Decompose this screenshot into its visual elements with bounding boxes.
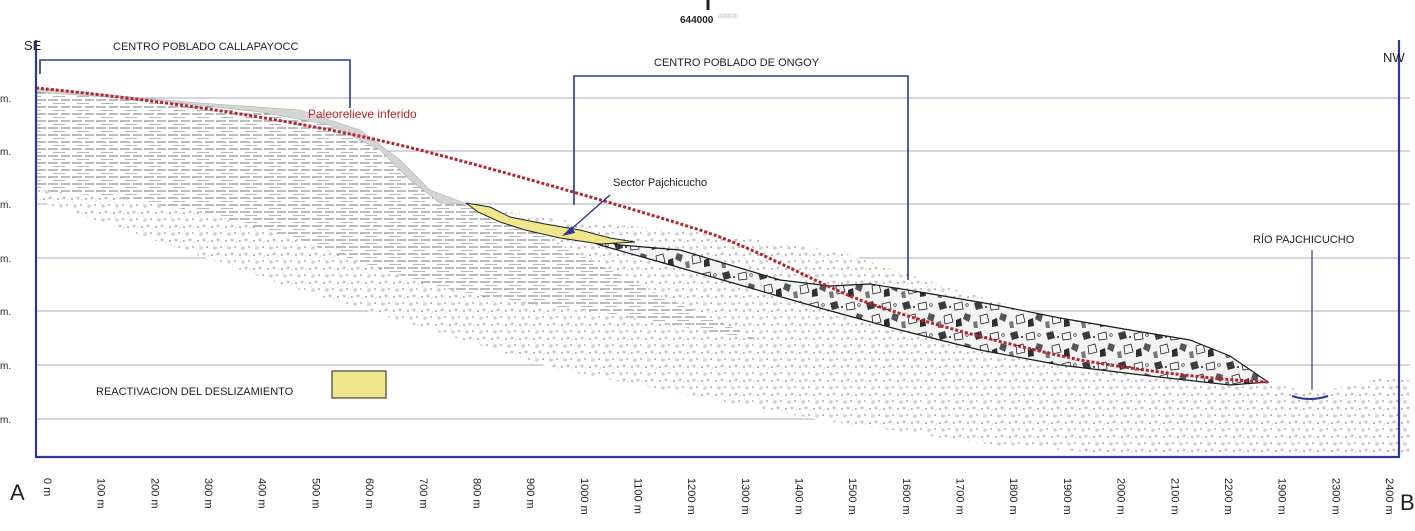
- ongoy-bracket: CENTRO POBLADO DE ONGOY: [573, 57, 909, 280]
- callapayocc-label: CENTRO POBLADO CALLAPAYOCC: [113, 41, 298, 53]
- distance-label: 1000 m: [578, 478, 590, 515]
- top-coordinate: 644000: [680, 15, 714, 26]
- distance-label: 1400 m: [793, 478, 805, 515]
- elevation-label: m.: [0, 147, 11, 158]
- distance-label: 0 m: [41, 478, 53, 496]
- elevation-label: m.: [0, 200, 11, 211]
- distance-label: 2400 m: [1383, 478, 1395, 515]
- elevation-label: m.: [0, 307, 11, 318]
- point-a: A: [10, 480, 25, 505]
- distance-label: 500 m: [309, 478, 321, 509]
- distance-label: 1900 m: [1276, 478, 1288, 515]
- legend-swatch: [331, 370, 387, 399]
- distance-axis: 0 m 100 m 200 m 300 m 400 m 500 m 600 m 700 m 80…: [41, 478, 1395, 515]
- rio-callout: RÍO PAJCHICUCHO: [1253, 233, 1355, 390]
- direction-nw: NW: [1383, 50, 1405, 65]
- distance-label: 100 m: [95, 478, 107, 509]
- rio-label: RÍO PAJCHICUCHO: [1253, 233, 1355, 246]
- direction-se: SE: [24, 38, 42, 53]
- distance-label: 1300 m: [739, 478, 751, 515]
- distance-label: 1700 m: [954, 478, 966, 515]
- elevation-labels: m. m. m. m. m. m. m.: [0, 94, 11, 426]
- elevation-label: m.: [0, 361, 11, 372]
- distance-label: 1600 m: [900, 478, 912, 515]
- distance-label: 1200 m: [685, 478, 697, 515]
- sector-pajchicucho-label: Sector Pajchicucho: [613, 177, 707, 189]
- distance-label: 800 m: [470, 478, 482, 509]
- paleorelieve-line: [35, 86, 1269, 384]
- elevation-label: m.: [0, 254, 11, 265]
- top-coordinate-suffix: 000000: [718, 14, 739, 20]
- distance-label: 600 m: [363, 478, 375, 509]
- landslide-deposit: [564, 231, 1270, 386]
- stratified-bedrock-unit: [36, 90, 760, 340]
- distance-label: 2300 m: [1329, 478, 1341, 515]
- elevation-label: m.: [0, 94, 11, 105]
- ongoy-label: CENTRO POBLADO DE ONGOY: [654, 57, 820, 69]
- reactivation-deposit: [465, 202, 636, 245]
- distance-label: 2000 m: [1115, 478, 1127, 515]
- paleorelieve-label: Paleorelieve inferido: [308, 107, 417, 121]
- distance-label: 1900 m: [1061, 478, 1073, 515]
- callapayocc-bracket: CENTRO POBLADO CALLAPAYOCC: [39, 41, 351, 108]
- rio-channel: [1291, 395, 1329, 400]
- section-frame: [34, 40, 1401, 459]
- distance-label: 200 m: [148, 478, 160, 509]
- distance-label: 1800 m: [1007, 478, 1019, 515]
- distance-label: 2200 m: [1222, 478, 1234, 515]
- elevation-label: m.: [0, 415, 11, 426]
- distance-label: 300 m: [202, 478, 214, 509]
- legend-label: REACTIVACION DEL DESLIZAMIENTO: [96, 386, 294, 398]
- sector-pajchicucho-callout: Sector Pajchicucho: [562, 177, 707, 236]
- legend: REACTIVACION DEL DESLIZAMIENTO: [96, 370, 387, 399]
- distance-label: 900 m: [524, 478, 536, 509]
- point-b: B: [1400, 490, 1415, 515]
- weathered-slope-unit: [35, 87, 471, 206]
- distance-label: 1100 m: [632, 478, 644, 514]
- distance-label: 1500 m: [846, 478, 858, 515]
- distance-label: 2100 m: [1168, 478, 1180, 515]
- distance-label: 700 m: [417, 478, 429, 509]
- distance-label: 400 m: [256, 478, 268, 509]
